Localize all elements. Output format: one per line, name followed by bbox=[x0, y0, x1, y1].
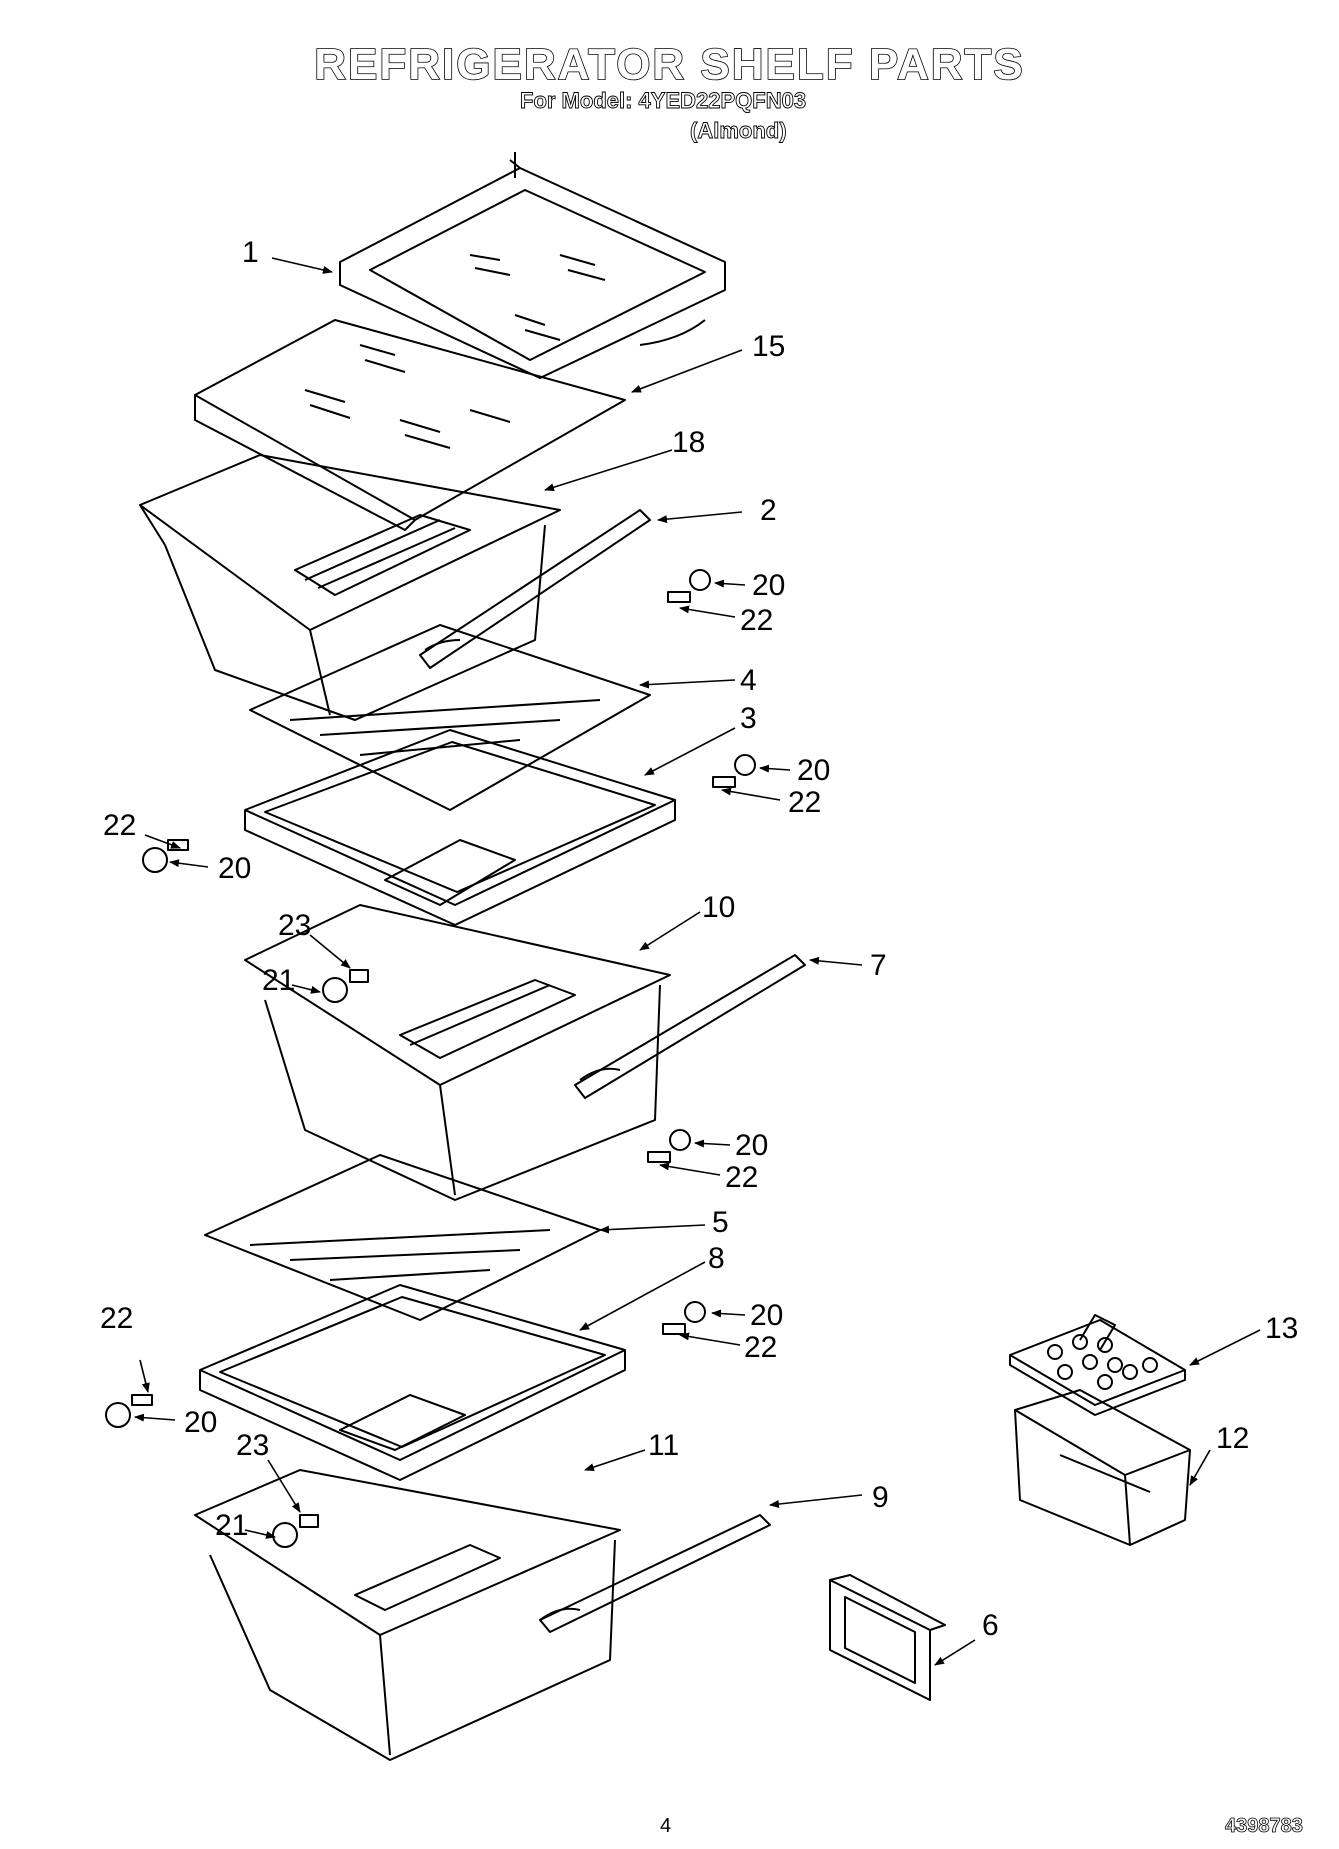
callout-2: 2 bbox=[760, 494, 777, 527]
part-8-shelf-frame bbox=[199, 1284, 626, 1481]
hardware-20-22-mid-left bbox=[142, 839, 189, 873]
document-number: 4398783 bbox=[1225, 1815, 1304, 1838]
part-11-drawer bbox=[194, 1469, 621, 1761]
callout-20-a: 20 bbox=[752, 569, 785, 602]
callout-22-d: 22 bbox=[725, 1161, 758, 1194]
callout-12: 12 bbox=[1216, 1422, 1249, 1455]
callout-labels: 1 15 18 2 20 22 4 3 20 22 22 20 23 21 10… bbox=[100, 236, 1298, 1642]
callout-10: 10 bbox=[702, 891, 735, 924]
part-18-crisper-drawer bbox=[139, 454, 561, 721]
hardware-21-23-lower bbox=[272, 1514, 319, 1548]
callout-4: 4 bbox=[740, 664, 757, 697]
callout-20-c: 20 bbox=[218, 852, 251, 885]
model-line: For Model: 4YED22PQFN03 bbox=[520, 88, 807, 114]
callout-5: 5 bbox=[712, 1206, 729, 1239]
part-6-drawer-face bbox=[829, 1574, 946, 1701]
callout-20-b: 20 bbox=[797, 754, 830, 787]
part-3-shelf-frame bbox=[244, 729, 676, 926]
callout-18: 18 bbox=[672, 426, 705, 459]
callout-8: 8 bbox=[708, 1242, 725, 1275]
page-title: REFRIGERATOR SHELF PARTS bbox=[313, 39, 1025, 90]
part-9-drawer-cover bbox=[539, 1514, 771, 1633]
callout-3: 3 bbox=[740, 702, 757, 735]
callout-7: 7 bbox=[870, 949, 887, 982]
hardware-20-22-upper-right bbox=[667, 569, 711, 603]
callout-20-e: 20 bbox=[750, 1299, 783, 1332]
callout-21-a: 21 bbox=[262, 964, 295, 997]
part-2-drawer-cover bbox=[419, 509, 651, 669]
page-number: 4 bbox=[660, 1815, 672, 1837]
leader-lines bbox=[134, 257, 1261, 1666]
hardware-21-23-upper bbox=[322, 969, 369, 1003]
callout-6: 6 bbox=[982, 1609, 999, 1642]
callout-20-f: 20 bbox=[184, 1406, 217, 1439]
callout-11: 11 bbox=[648, 1429, 679, 1462]
part-7-drawer-cover bbox=[574, 954, 806, 1099]
callout-23-a: 23 bbox=[278, 909, 311, 942]
hardware-20-22-lower-left bbox=[105, 1394, 153, 1428]
callout-22-e: 22 bbox=[744, 1331, 777, 1364]
part-13-egg-tray-lid bbox=[1009, 1314, 1186, 1416]
part-15-glass-shelf bbox=[194, 319, 626, 531]
callout-22-c: 22 bbox=[103, 809, 136, 842]
callout-13: 13 bbox=[1265, 1312, 1298, 1345]
callout-15: 15 bbox=[752, 330, 785, 363]
callout-9: 9 bbox=[872, 1481, 889, 1514]
callout-22-f: 22 bbox=[100, 1302, 133, 1335]
callout-22-b: 22 bbox=[788, 786, 821, 819]
part-10-drawer bbox=[244, 904, 671, 1201]
callout-23-b: 23 bbox=[236, 1429, 269, 1462]
hardware-20-22-mid-right bbox=[712, 754, 756, 788]
part-5-glass-shelf bbox=[204, 1154, 601, 1321]
callout-21-b: 21 bbox=[215, 1509, 248, 1542]
color-line: (Almond) bbox=[690, 118, 787, 144]
hardware-20-22-lower-right-2 bbox=[662, 1301, 706, 1335]
callout-20-d: 20 bbox=[735, 1129, 768, 1162]
part-12-egg-bin bbox=[1014, 1389, 1191, 1546]
part-4-glass-shelf bbox=[249, 624, 651, 811]
page-header: REFRIGERATOR SHELF PARTS For Model: 4YED… bbox=[0, 0, 1339, 143]
hardware-20-22-lower-right bbox=[647, 1129, 691, 1163]
callout-22-a: 22 bbox=[740, 604, 773, 637]
part-1-glass-shelf bbox=[339, 152, 726, 379]
callout-1: 1 bbox=[242, 236, 259, 269]
